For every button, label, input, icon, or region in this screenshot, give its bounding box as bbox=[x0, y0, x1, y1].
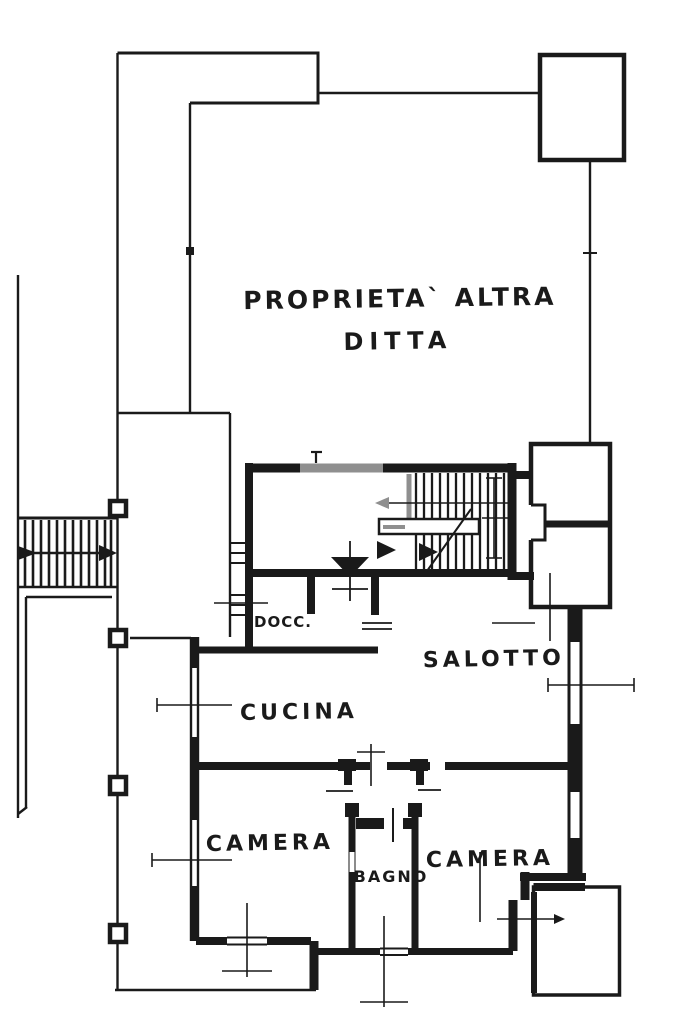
wall-window-gap bbox=[349, 852, 355, 872]
stair-direction-arrow-icon bbox=[18, 546, 37, 560]
right-annex bbox=[492, 441, 613, 641]
pillar bbox=[107, 774, 129, 797]
room-label-bagno: BAGNO bbox=[354, 867, 429, 886]
south-facade bbox=[196, 900, 518, 1007]
east-facade bbox=[547, 607, 635, 877]
bagno-door-jamb bbox=[403, 818, 415, 829]
stair-direction-arrow-icon bbox=[377, 541, 396, 559]
plan-labels: PROPRIETA` ALTRA DITTA DOCC. SALOTTO CUC… bbox=[206, 282, 565, 886]
docc-walls bbox=[196, 622, 392, 654]
porch-pillars bbox=[107, 498, 129, 945]
stair-direction-arrow-icon bbox=[419, 543, 438, 561]
interior-divider bbox=[199, 744, 572, 792]
annex-notch bbox=[531, 503, 547, 542]
stair-break-line bbox=[426, 508, 472, 572]
terrace-end-cap bbox=[17, 806, 28, 815]
wall-end-block bbox=[345, 803, 359, 817]
bathroom-walls bbox=[345, 803, 422, 951]
property-note-line1: PROPRIETA` ALTRA bbox=[243, 282, 557, 315]
west-facade bbox=[151, 542, 268, 941]
stair-landing bbox=[377, 517, 481, 536]
internal-staircase bbox=[375, 473, 514, 572]
upper-right-structure bbox=[537, 52, 627, 444]
upper-right-box bbox=[537, 52, 627, 163]
wall-end-block bbox=[408, 803, 422, 817]
door-hinge-block bbox=[416, 771, 424, 785]
balcony-outline bbox=[531, 885, 622, 997]
room-label-salotto: SALOTTO bbox=[423, 646, 565, 673]
survey-mark bbox=[186, 247, 194, 255]
property-note-line2: DITTA bbox=[343, 326, 452, 356]
bagno-door-jamb bbox=[356, 818, 384, 829]
upper-left-block bbox=[117, 51, 320, 105]
pillar bbox=[107, 922, 129, 945]
stair-direction-arrow-icon bbox=[99, 545, 117, 561]
room-label-camera-right: CAMERA bbox=[426, 846, 554, 873]
dimension-arrow-icon bbox=[554, 914, 565, 924]
pillar bbox=[107, 498, 129, 519]
room-label-docc: DOCC. bbox=[254, 613, 312, 631]
external-staircase bbox=[18, 516, 117, 586]
entry-hall-walls bbox=[245, 450, 534, 652]
balcony bbox=[479, 852, 622, 997]
door-hinge-block bbox=[344, 771, 352, 785]
room-label-cucina: CUCINA bbox=[240, 699, 358, 726]
dimension-arrow-icon bbox=[375, 497, 389, 509]
door-hinge-block bbox=[338, 759, 356, 771]
pillar bbox=[107, 627, 129, 649]
room-label-camera-left: CAMERA bbox=[206, 830, 334, 857]
door-hinge-block bbox=[410, 759, 428, 771]
property-boundary bbox=[16, 51, 540, 992]
